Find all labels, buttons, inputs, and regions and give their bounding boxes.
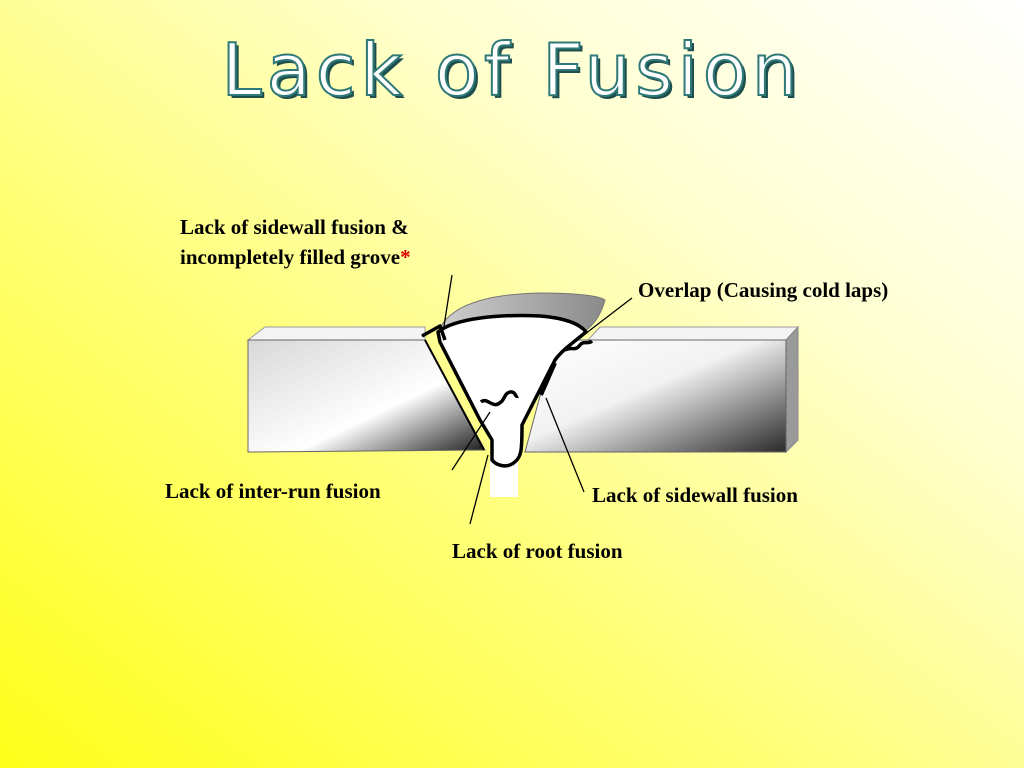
label-root: Lack of root fusion <box>452 539 623 563</box>
leader-sidewall-groove <box>443 274 453 327</box>
groove-left-notch <box>421 324 447 341</box>
plate-top-left <box>246 326 426 341</box>
label-sidewall-groove-line2-wrap: incompletely filled grove* <box>180 242 411 272</box>
plate-top-right <box>586 326 800 341</box>
page-title: Lack of Fusion <box>221 27 803 113</box>
leader-sidewall <box>545 397 585 493</box>
plate-right-front <box>524 339 787 453</box>
leader-overlap <box>584 297 633 335</box>
plate-left-front <box>247 339 486 453</box>
label-sidewall: Lack of sidewall fusion <box>592 483 798 507</box>
asterisk-mark: * <box>400 245 411 269</box>
label-overlap: Overlap (Causing cold laps) <box>638 278 889 302</box>
label-sidewall-groove-line2: incompletely filled grove <box>180 245 401 269</box>
sidewall-defect <box>539 362 557 396</box>
plate-end-face <box>785 325 799 454</box>
groove-left-edge <box>424 339 485 451</box>
leader-inter-run <box>451 411 491 471</box>
overlap-defect <box>564 339 594 352</box>
label-sidewall-groove: Lack of sidewall fusion & incompletely f… <box>180 212 411 272</box>
leader-root <box>469 454 489 525</box>
label-inter-run: Lack of inter-run fusion <box>165 479 381 503</box>
label-sidewall-groove-line1: Lack of sidewall fusion & <box>180 215 409 239</box>
inter-run-defect <box>479 390 519 407</box>
